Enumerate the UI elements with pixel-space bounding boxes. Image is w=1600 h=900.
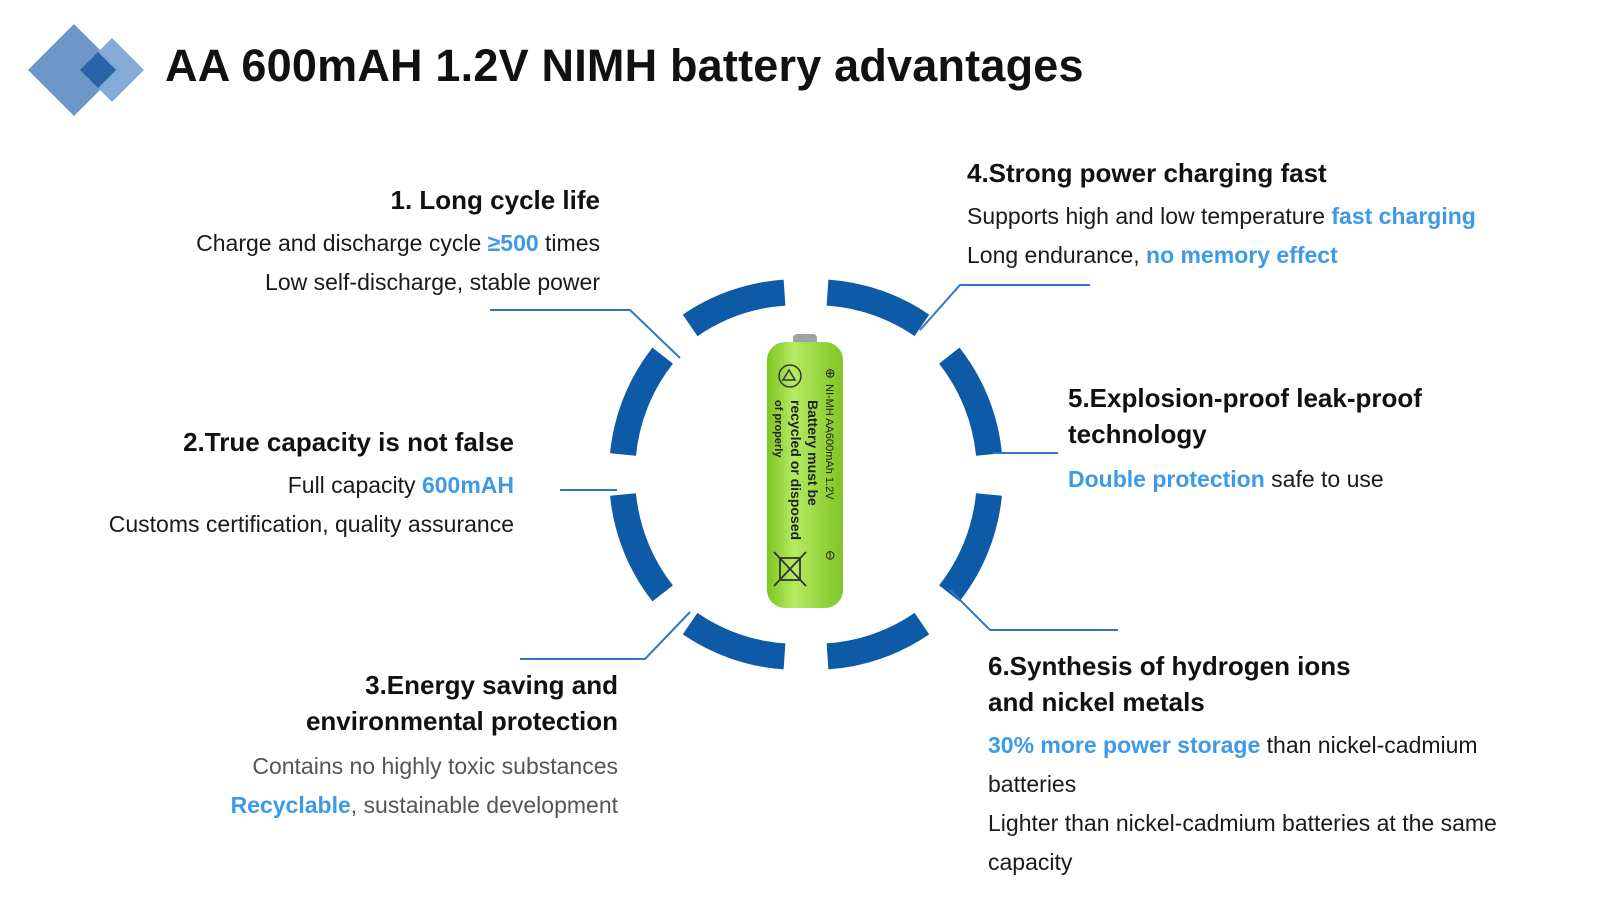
recycle-icon bbox=[778, 364, 802, 388]
ring-segment-left-upper bbox=[610, 347, 674, 457]
advantage-4-highlight-2: no memory effect bbox=[1146, 242, 1338, 268]
advantage-3-heading-line-2: environmental protection bbox=[305, 706, 618, 736]
ring-segment-right-lower bbox=[938, 492, 1002, 602]
advantage-6-heading: 6.Synthesis of hydrogen ions and nickel … bbox=[988, 648, 1548, 720]
advantage-5: 5.Explosion-proof leak-proof technology … bbox=[1068, 380, 1422, 499]
advantage-3: 3.Energy saving and environmental protec… bbox=[231, 667, 618, 825]
battery-label-2: Battery must be bbox=[805, 400, 821, 506]
advantage-6-line-1-tail: than nickel-cadmium bbox=[1260, 732, 1478, 758]
advantage-4-line-1-text: Supports high and low temperature bbox=[967, 203, 1332, 229]
ring-segment-top-left bbox=[682, 279, 786, 337]
advantage-6-line-1: 30% more power storage than nickel-cadmi… bbox=[988, 726, 1548, 765]
battery-label-4: of properly bbox=[772, 400, 784, 458]
advantage-1-line-1-text: Charge and discharge cycle bbox=[196, 230, 488, 256]
connector-3 bbox=[520, 611, 691, 660]
advantage-4-line-2: Long endurance, no memory effect bbox=[967, 236, 1476, 275]
advantage-6: 6.Synthesis of hydrogen ions and nickel … bbox=[988, 648, 1548, 882]
advantage-4-heading: 4.Strong power charging fast bbox=[967, 158, 1327, 188]
advantage-4-line-2-text: Long endurance, bbox=[967, 242, 1147, 268]
advantage-6-line-2: Lighter than nickel-cadmium batteries at… bbox=[988, 810, 1497, 836]
advantage-3-line-2: Recyclable, sustainable development bbox=[231, 786, 618, 825]
advantage-3-heading-line-1: 3.Energy saving and bbox=[365, 670, 618, 700]
advantage-1: 1. Long cycle life Charge and discharge … bbox=[196, 182, 600, 302]
advantage-1-line-1-tail: times bbox=[538, 230, 600, 256]
advantage-2-heading: 2.True capacity is not false bbox=[183, 427, 514, 457]
advantage-1-highlight: ≥500 bbox=[487, 230, 539, 256]
advantage-6-line-2-cont: capacity bbox=[988, 849, 1073, 875]
ring-segment-right-upper bbox=[938, 347, 1002, 457]
battery-label-3: recycled or disposed bbox=[788, 400, 804, 540]
ring-segment-bottom-left bbox=[682, 612, 786, 670]
advantage-2-line-1: Full capacity 600mAH bbox=[109, 466, 514, 505]
advantage-3-line-2-tail: , sustainable development bbox=[350, 792, 618, 818]
advantage-1-line-2: Low self-discharge, stable power bbox=[265, 269, 600, 295]
ring-segment-bottom-right bbox=[826, 612, 930, 670]
advantage-3-highlight: Recyclable bbox=[230, 792, 351, 818]
ring-segments bbox=[610, 279, 1002, 670]
advantage-4: 4.Strong power charging fast Supports hi… bbox=[967, 155, 1476, 275]
advantage-6-highlight: 30% more power storage bbox=[988, 732, 1261, 758]
advantage-3-heading: 3.Energy saving and environmental protec… bbox=[231, 667, 618, 739]
battery-plus-icon: ⊕ bbox=[822, 368, 837, 379]
connector-4 bbox=[919, 284, 1090, 331]
advantage-5-heading-line-1: 5.Explosion-proof leak-proof bbox=[1068, 383, 1422, 413]
ring-segment-left-lower bbox=[610, 492, 674, 602]
advantage-1-line-1: Charge and discharge cycle ≥500 times bbox=[196, 224, 600, 263]
logo-diamonds-icon bbox=[28, 24, 144, 116]
advantage-2-line-2: Customs certification, quality assurance bbox=[108, 511, 514, 537]
advantage-6-heading-line-2: and nickel metals bbox=[988, 687, 1205, 717]
advantage-1-heading: 1. Long cycle life bbox=[390, 185, 600, 215]
connector-lines bbox=[490, 284, 1118, 660]
advantage-6-heading-line-1: 6.Synthesis of hydrogen ions bbox=[988, 651, 1351, 681]
advantage-5-highlight: Double protection bbox=[1068, 466, 1265, 492]
advantage-5-line-1: Double protection safe to use bbox=[1068, 460, 1422, 499]
advantage-2-highlight: 600mAH bbox=[421, 472, 514, 498]
advantage-5-heading-line-2: technology bbox=[1068, 419, 1207, 449]
battery-label-1: NI-MH AA600mAh 1.2V bbox=[823, 384, 835, 500]
advantage-5-heading: 5.Explosion-proof leak-proof technology bbox=[1068, 380, 1422, 452]
connector-1 bbox=[490, 309, 681, 359]
advantage-5-line-1-tail: safe to use bbox=[1264, 466, 1384, 492]
advantage-6-line-1-cont: batteries bbox=[988, 771, 1077, 797]
crossed-bin-icon bbox=[773, 551, 807, 587]
advantage-2-line-1-text: Full capacity bbox=[287, 472, 422, 498]
page-title: AA 600mAH 1.2V NIMH battery advantages bbox=[165, 40, 1084, 91]
advantage-3-line-1: Contains no highly toxic substances bbox=[252, 753, 618, 779]
advantage-2: 2.True capacity is not false Full capaci… bbox=[109, 424, 514, 544]
battery-icon: NI-MH AA600mAh 1.2V Battery must be recy… bbox=[767, 334, 843, 608]
ring-segment-top-right bbox=[826, 279, 930, 337]
battery-minus-icon: ⊖ bbox=[822, 550, 837, 561]
advantage-4-highlight-1: fast charging bbox=[1331, 203, 1476, 229]
advantage-4-line-1: Supports high and low temperature fast c… bbox=[967, 197, 1476, 236]
connector-6 bbox=[949, 589, 1118, 631]
